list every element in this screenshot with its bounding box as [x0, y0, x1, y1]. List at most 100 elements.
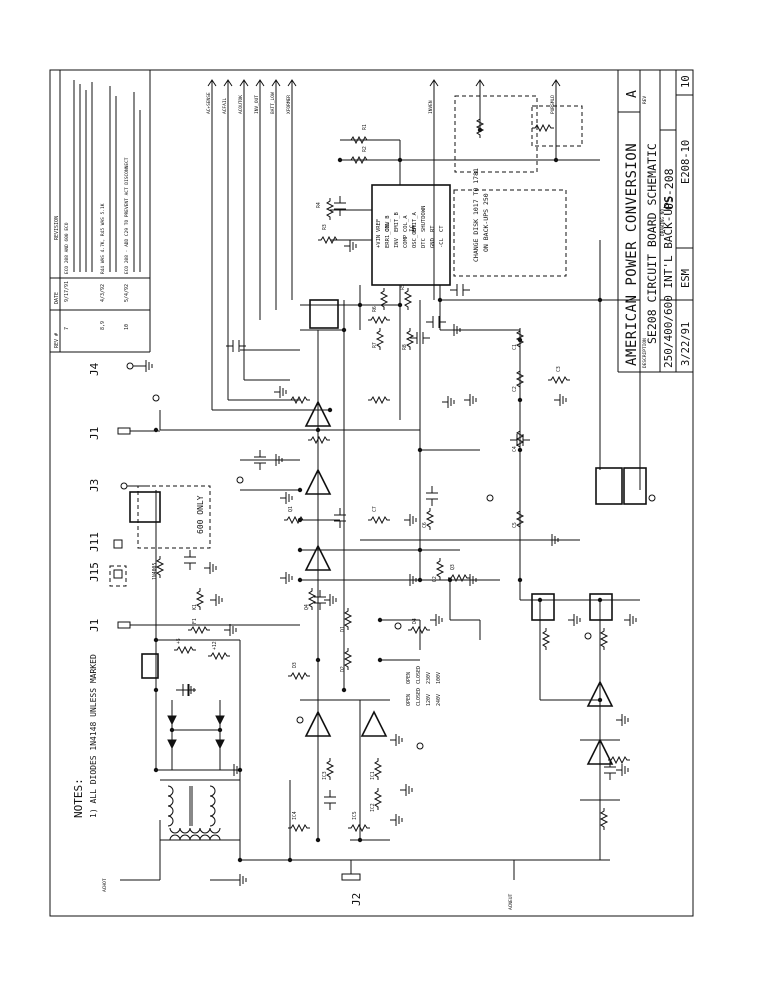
capacitor — [510, 434, 530, 446]
component-label: D1 — [340, 626, 346, 632]
component-label: C7 — [372, 506, 378, 512]
jumper-note: CLOSED — [416, 688, 422, 706]
resistor — [515, 368, 525, 390]
signal-label: XFORMER — [286, 95, 292, 114]
connector-label: J11 — [88, 532, 101, 552]
component-label: 1N4005 — [152, 563, 158, 580]
ground-symbol — [448, 324, 461, 336]
junction-dot — [357, 837, 363, 843]
junction-dot — [153, 767, 159, 773]
resistor — [379, 288, 389, 310]
resistor — [288, 671, 310, 681]
junction-dot — [517, 397, 523, 403]
resistor — [208, 651, 230, 661]
notes-item: 1) ALL DIODES 1N4148 UNLESS MARKED — [89, 654, 98, 818]
component-label: Q2 — [432, 576, 438, 582]
component-label: C1 — [512, 344, 518, 350]
junction-dot — [447, 577, 453, 583]
junction-dot — [537, 597, 543, 603]
capacitor — [226, 340, 246, 352]
op-amps — [304, 400, 614, 765]
ic-pin-label: CT — [439, 225, 445, 232]
ground-symbol — [442, 396, 455, 408]
ground-symbol — [270, 454, 283, 466]
junction-dot — [397, 157, 403, 163]
resistor — [599, 628, 609, 650]
ground-symbol — [140, 360, 153, 372]
junction-dot — [397, 302, 403, 308]
component-label: F1 — [192, 618, 198, 624]
resistor — [515, 508, 525, 530]
revtable-row-text: ECO 208 - ADD C29 TO PREVENT ACT DISCONN… — [124, 157, 130, 274]
connector-label: J1 — [88, 619, 101, 632]
junction-dot — [315, 657, 321, 663]
resistor — [195, 588, 205, 610]
component-label: R3 — [322, 224, 328, 230]
resistor — [515, 328, 525, 350]
revtable-row-date: 5/4/92 — [124, 284, 130, 302]
component-label: D4 — [412, 618, 418, 624]
junction-dot — [153, 637, 159, 643]
ic-pin-label: VREF — [376, 219, 382, 232]
junction-dot — [553, 157, 559, 163]
capacitors — [176, 196, 616, 810]
junction-dot — [297, 487, 303, 493]
junction-dot — [417, 447, 423, 453]
junction-dot — [169, 727, 175, 733]
signal-label: INVEN — [428, 100, 434, 114]
ground-symbol — [404, 574, 417, 586]
junction-dot — [297, 577, 303, 583]
ground-symbol — [554, 394, 567, 406]
switch-blocks — [129, 299, 647, 679]
revtable-row-rev: 8,9 — [100, 321, 106, 330]
resistor — [308, 435, 330, 445]
notes-heading: NOTES: — [72, 778, 85, 818]
ground-symbol — [324, 594, 337, 606]
resistor — [307, 588, 317, 610]
title-label-drawing: DRAWING NO. — [660, 206, 666, 236]
junction-dot — [377, 617, 383, 623]
title-block: AMERICAN POWER CONVERSION A DESCRIPTION … — [617, 70, 693, 373]
signal-label: AC+SENSE — [206, 92, 212, 114]
connector-label: J15 — [88, 562, 101, 582]
component-label: IC1 — [370, 771, 376, 780]
resistor — [368, 315, 390, 325]
resistor — [541, 628, 551, 650]
title-drawing-no: OS-208 — [662, 168, 676, 210]
revtable-row-text: R44 WAS 4.7K, R45 WAS 5.1K — [100, 203, 106, 274]
revtable-header-date: DATE — [54, 292, 60, 304]
capacitor — [324, 790, 336, 810]
ic-pin-label: GND — [430, 238, 436, 248]
ground-symbol — [624, 614, 637, 626]
junction-dot — [517, 337, 523, 343]
connector-label: J3 — [88, 479, 101, 492]
connector-pin — [126, 362, 134, 370]
resistor — [599, 808, 609, 830]
signal-label: ACOUTOK — [238, 95, 244, 114]
ground-symbol — [464, 574, 477, 586]
ic-note: ON BACK-UPS 250 — [482, 193, 490, 252]
capacitor — [410, 332, 430, 344]
component-label: C2 — [512, 386, 518, 392]
junction-dots — [153, 127, 603, 863]
title-company: AMERICAN POWER CONVERSION — [624, 143, 640, 366]
capacitor — [334, 196, 346, 216]
resistor — [405, 328, 415, 350]
component-label: R2 — [362, 146, 368, 152]
resistors — [155, 116, 630, 833]
signal-label: BATT_LOW — [270, 92, 276, 114]
title-rev: A — [625, 90, 640, 98]
title-label-rev: REV — [642, 96, 648, 104]
connector-label: J2 — [350, 893, 363, 906]
signal-label: ACFAIL — [222, 97, 228, 114]
revtable-header-revision: REVISION — [54, 216, 60, 240]
jumper-note: 120V — [426, 694, 432, 706]
component-label: R5 — [400, 284, 406, 290]
jumper-note: 100V — [436, 672, 442, 684]
ic-pin-label: ERR1_INV — [385, 221, 391, 248]
resistor — [375, 328, 385, 350]
